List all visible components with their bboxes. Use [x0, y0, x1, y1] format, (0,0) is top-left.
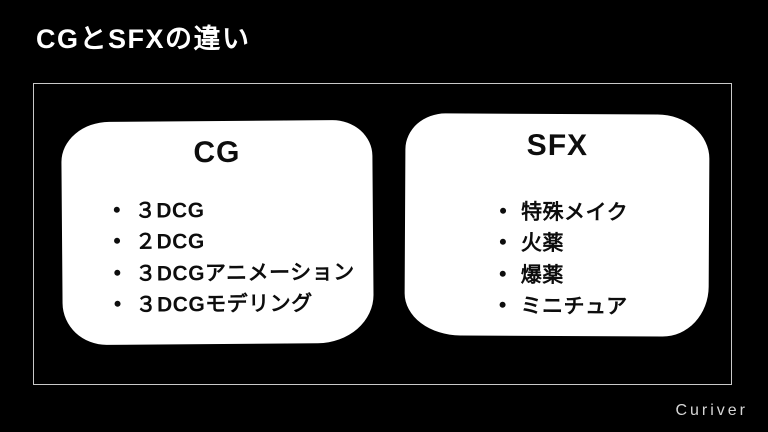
- list-item-label: ３DCGモデリング: [135, 292, 313, 317]
- cg-card: CG ３DCG ２DCG ３DCGアニメーション ３DCGモデリング: [61, 119, 374, 346]
- list-item-label: ３DCGアニメーション: [135, 260, 355, 286]
- list-item-label: ３DCG: [134, 198, 205, 223]
- sfx-card-list: 特殊メイク 火薬 爆薬 ミニチュア: [499, 195, 628, 322]
- bullet-dot-icon: [114, 238, 121, 245]
- list-item-label: ２DCG: [134, 230, 205, 254]
- cg-card-list: ３DCG ２DCG ３DCGアニメーション ３DCGモデリング: [113, 192, 355, 320]
- bullet-dot-icon: [114, 269, 121, 276]
- brand-logo: Curiver: [675, 402, 748, 419]
- list-item: ３DCG: [113, 192, 355, 225]
- list-item-label: ミニチュア: [520, 295, 628, 319]
- bullet-dot-icon: [499, 301, 506, 308]
- sfx-card: SFX 特殊メイク 火薬 爆薬 ミニチュア: [404, 113, 710, 337]
- content-frame: [33, 83, 732, 385]
- list-item-label: 特殊メイク: [521, 200, 629, 225]
- bullet-dot-icon: [499, 270, 506, 277]
- sfx-card-heading: SFX: [526, 128, 589, 163]
- list-item: 特殊メイク: [500, 195, 628, 227]
- cg-card-heading: CG: [193, 135, 241, 170]
- list-item: ２DCG: [114, 223, 355, 256]
- list-item-label: 爆薬: [520, 263, 564, 287]
- bullet-dot-icon: [500, 207, 507, 214]
- list-item: ３DCGモデリング: [114, 286, 355, 319]
- list-item: 爆薬: [499, 258, 628, 290]
- bullet-dot-icon: [499, 238, 506, 245]
- list-item: ３DCGアニメーション: [114, 255, 355, 288]
- page-title: CGとSFXの違い: [36, 24, 251, 54]
- list-item-label: 火薬: [520, 232, 564, 256]
- bullet-dot-icon: [113, 206, 120, 213]
- list-item: ミニチュア: [499, 289, 628, 321]
- bullet-dot-icon: [114, 301, 121, 308]
- list-item: 火薬: [499, 226, 628, 258]
